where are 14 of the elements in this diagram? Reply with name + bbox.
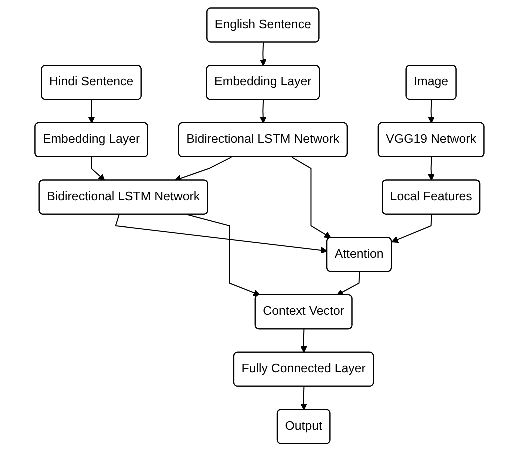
arrow — [428, 157, 436, 181]
arrow — [91, 157, 106, 181]
arrow — [428, 100, 436, 124]
arrow — [260, 42, 268, 66]
arrow — [300, 329, 308, 354]
arrow — [260, 100, 268, 124]
arrow — [337, 272, 360, 296]
arrow — [392, 214, 432, 244]
arrow — [292, 156, 332, 238]
arrow — [116, 214, 328, 254]
arrow — [175, 156, 232, 182]
arrow — [300, 386, 308, 410]
arrow — [187, 214, 261, 296]
arrow — [88, 100, 96, 124]
